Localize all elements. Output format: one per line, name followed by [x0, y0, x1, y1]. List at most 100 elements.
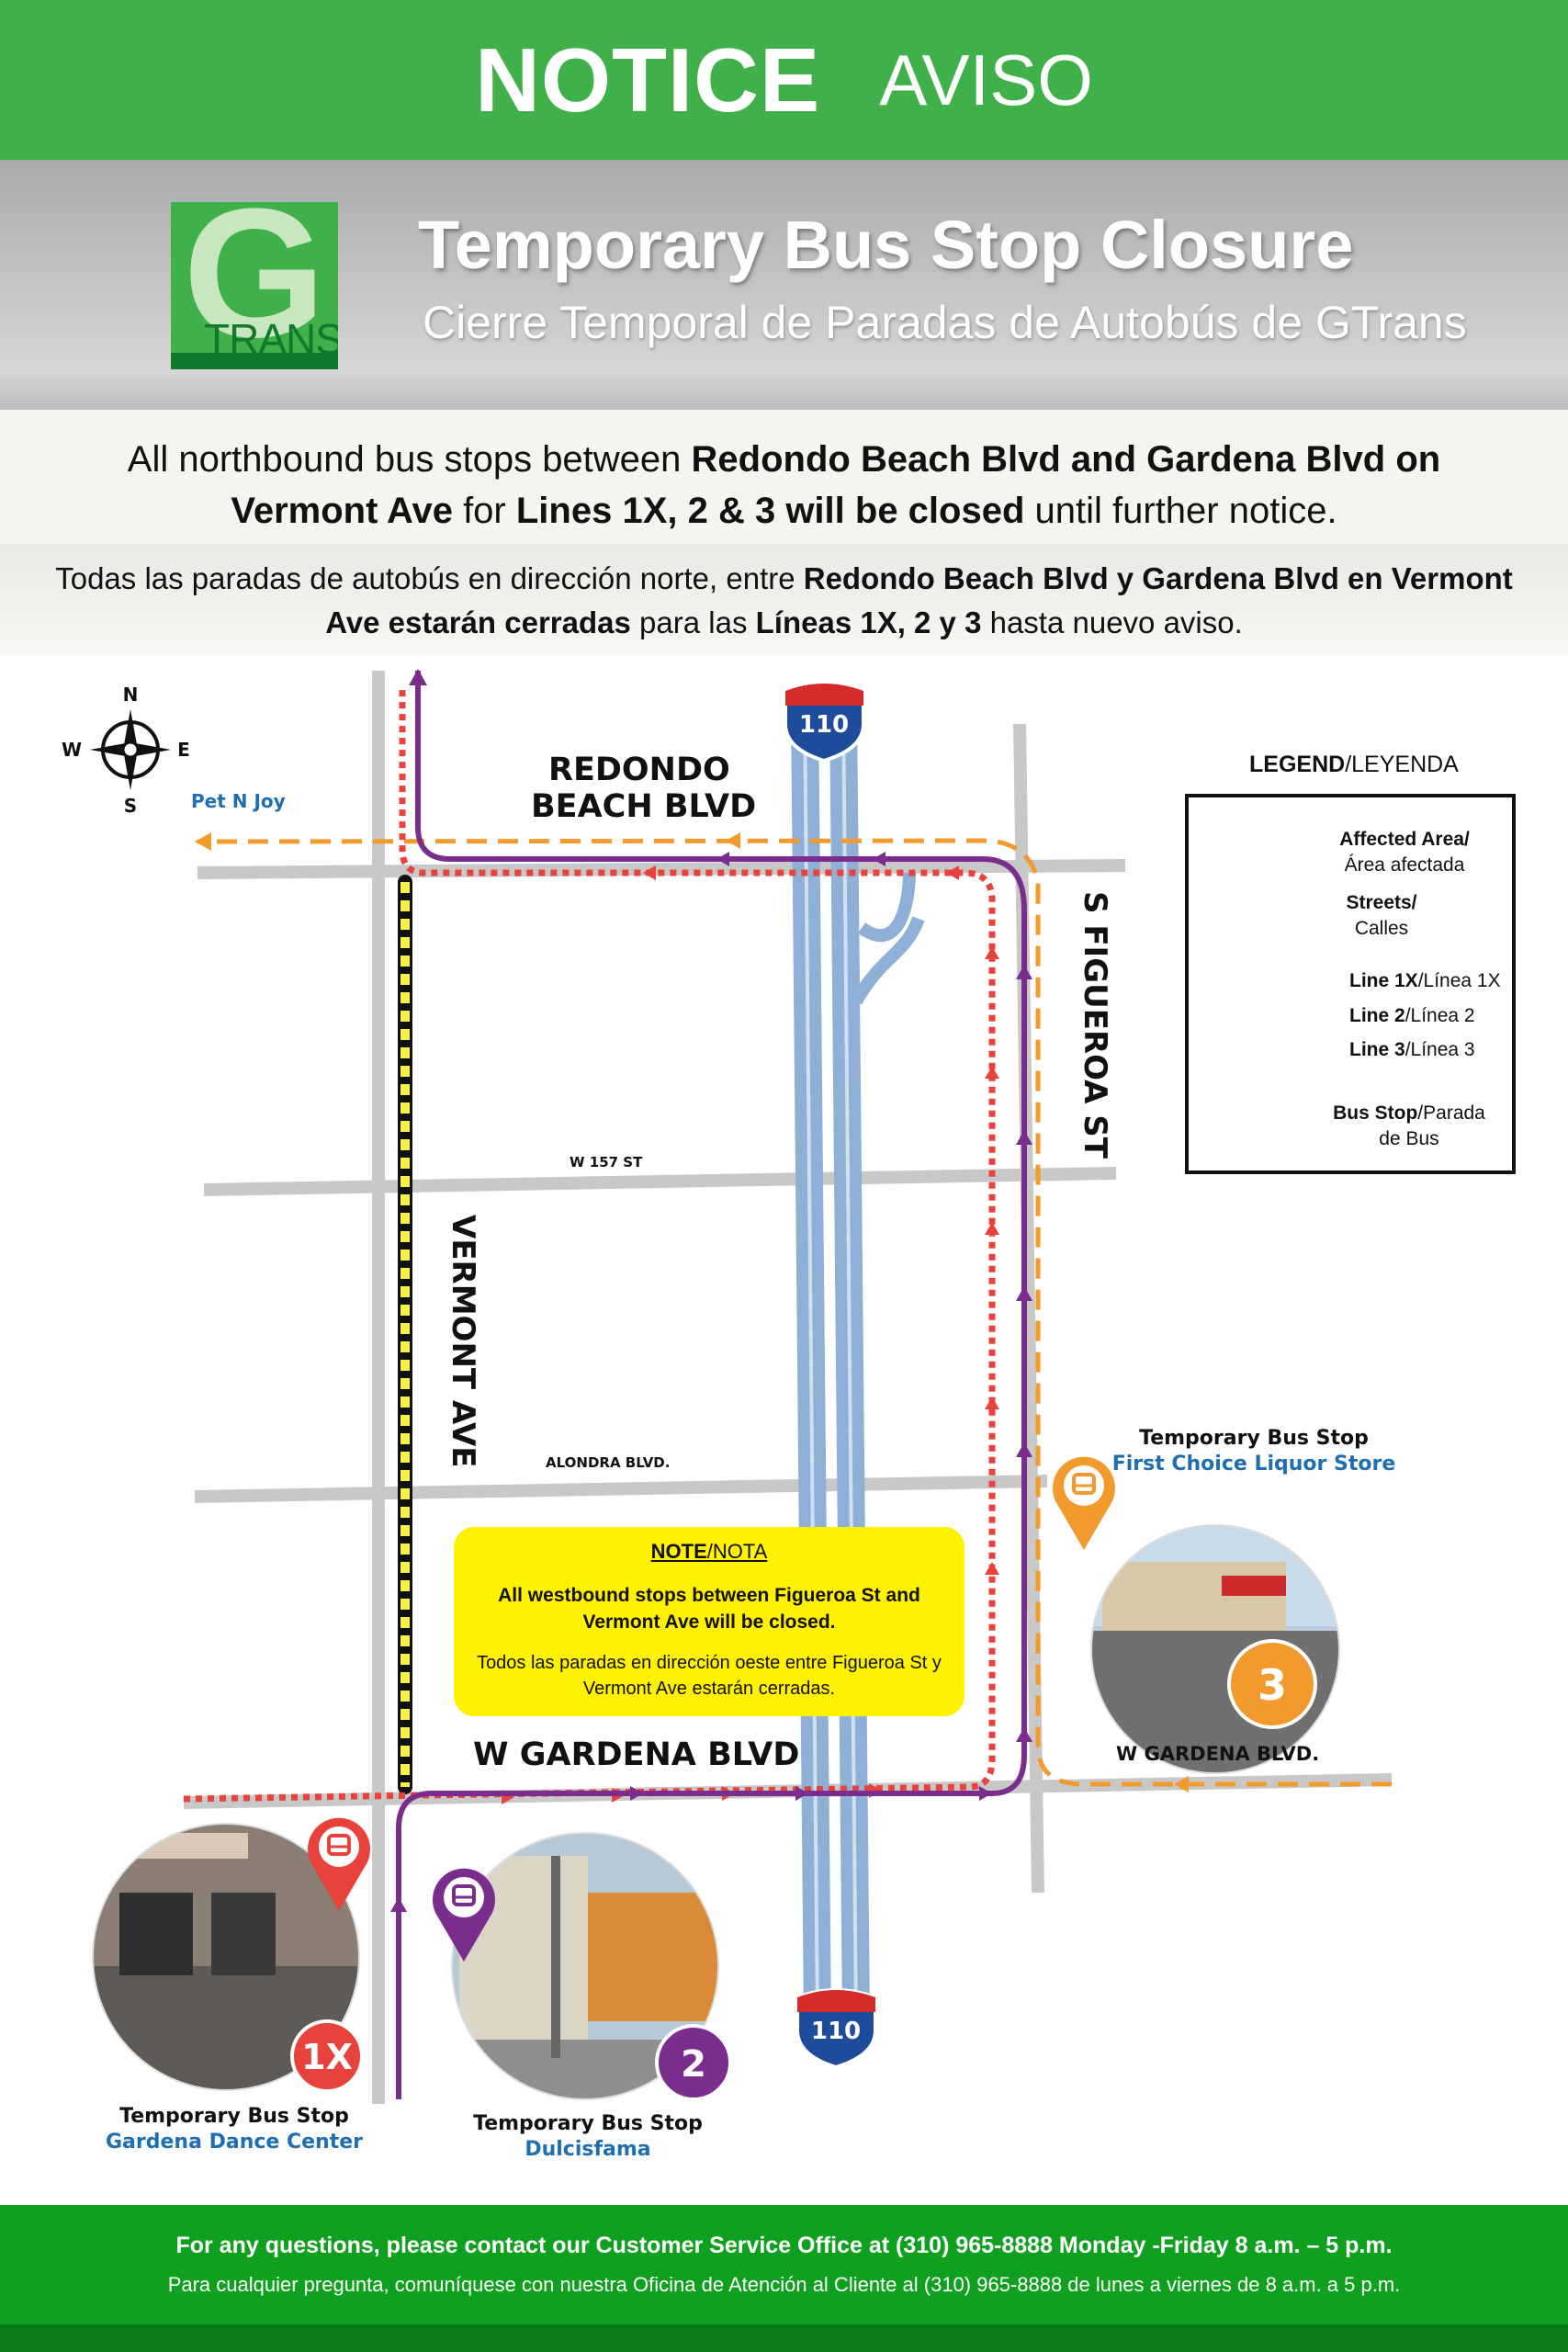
- note-box: NOTE/NOTA All westbound stops between Fi…: [454, 1527, 964, 1716]
- aviso-heading: AVISO: [879, 39, 1093, 120]
- badge-2-text: 2: [681, 2043, 706, 2086]
- legend-line-1x: Line 1X/Línea 1X: [1349, 970, 1501, 991]
- legend-title-es: LEYENDA: [1351, 752, 1459, 777]
- legend-title-en: LEGEND: [1249, 752, 1346, 777]
- line-badge-1x: 1X: [290, 2019, 364, 2093]
- compass-n: N: [123, 684, 139, 706]
- bus-stop-pin-icon: [308, 1817, 370, 1911]
- gtrans-logo: G TRANS: [171, 202, 338, 369]
- badge-3-text: 3: [1258, 1660, 1287, 1710]
- legend-line2-en: Line 2: [1349, 1005, 1405, 1026]
- w-gardena-label: W GARDENA BLVD: [473, 1736, 800, 1773]
- alondra-label: ALONDRA BLVD.: [546, 1454, 671, 1471]
- legend-stop-es: Parada: [1423, 1102, 1485, 1124]
- msg-es-bold: Redondo Beach Blvd y Gardena Blvd en Ver…: [325, 561, 1513, 639]
- legend-affected-en: Affected Area/: [1339, 829, 1470, 850]
- freeway-110: [791, 707, 925, 2022]
- compass-e: E: [177, 739, 190, 761]
- logo-letter: G: [183, 202, 326, 369]
- footer: For any questions, please contact our Cu…: [0, 2205, 1568, 2324]
- redondo-street: [197, 859, 1126, 879]
- msg-en-bold: Lines 1X, 2 & 3 will be closed: [515, 491, 1025, 531]
- stop-1x-place: Gardena Dance Center: [106, 2131, 363, 2154]
- legend-line3-es: Línea 3: [1410, 1039, 1475, 1060]
- stop-3-caption-title: Temporary Bus Stop: [1139, 1427, 1369, 1450]
- msg-es-bold: Líneas 1X, 2 y 3: [755, 605, 982, 639]
- legend-stop-en: Bus Stop: [1333, 1102, 1418, 1124]
- legend-title: LEGEND/LEYENDA: [1249, 752, 1459, 777]
- page-title: Temporary Bus Stop Closure: [418, 207, 1354, 283]
- legend-line1x-es: Línea 1X: [1423, 970, 1501, 991]
- w157-label: W 157 ST: [570, 1154, 643, 1170]
- compass-s: S: [124, 795, 137, 817]
- alondra-street: [194, 1475, 1048, 1503]
- line-2-arrows: [390, 669, 1032, 1912]
- line-badge-3: 3: [1227, 1639, 1317, 1729]
- redondo-label-2: BEACH BLVD: [531, 788, 757, 825]
- footer-strip: [0, 2324, 1568, 2352]
- badge-1x-text: 1X: [301, 2037, 353, 2077]
- legend-line1x-en: Line 1X: [1349, 970, 1418, 991]
- legend-affected: Affected Area/Área afectada: [1308, 827, 1501, 878]
- note-title-es: NOTA: [712, 1540, 768, 1563]
- line-3-route: [197, 838, 1392, 1787]
- legend-stop-es-2: de Bus: [1379, 1128, 1439, 1149]
- top-banner: NOTICE AVISO: [0, 0, 1568, 160]
- logo-text: TRANS: [204, 315, 338, 363]
- msg-en-part: for: [452, 491, 516, 531]
- compass-icon: [90, 709, 171, 790]
- notice-heading: NOTICE: [475, 28, 821, 130]
- spanish-message-band: [0, 544, 1568, 656]
- figueroa-label: S FIGUEROA ST: [1077, 891, 1113, 1159]
- stop-3-place: First Choice Liquor Store: [1111, 1453, 1396, 1476]
- note-text-es: Todos las paradas en dirección oeste ent…: [477, 1653, 942, 1699]
- vermont-label: VERMONT AVE: [445, 1215, 481, 1468]
- note-title: NOTE/NOTA: [650, 1540, 768, 1563]
- redondo-label-1: REDONDO: [548, 752, 730, 788]
- english-message: All northbound bus stops between Redondo…: [55, 434, 1513, 537]
- line-badge-2: 2: [655, 2024, 732, 2101]
- compass-w: W: [62, 739, 82, 761]
- note-text-en: All westbound stops between Figueroa St …: [498, 1585, 920, 1633]
- freeway-number: 110: [799, 711, 849, 739]
- stop-2-caption-title: Temporary Bus Stop: [473, 2112, 703, 2135]
- interstate-shield-icon: [784, 682, 865, 763]
- legend-streets-en: Streets/: [1346, 892, 1417, 913]
- w-gardena-label-2: W GARDENA BLVD.: [1116, 1743, 1320, 1765]
- legend-box: Affected Area/Área afectada Streets/Call…: [1185, 794, 1516, 1174]
- msg-es-part: Todas las paradas de autobús en direcció…: [55, 561, 804, 595]
- english-message-band: [0, 410, 1568, 544]
- note-title-en: NOTE: [650, 1540, 707, 1563]
- bus-stop-pin-icon: [433, 1868, 495, 1962]
- stop-2-place: Dulcisfama: [525, 2138, 651, 2161]
- legend-line3-en: Line 3: [1349, 1039, 1405, 1060]
- footer-contact-en: For any questions, please contact our Cu…: [175, 2233, 1393, 2258]
- legend-line-3: Line 3/Línea 3: [1349, 1039, 1475, 1060]
- msg-en-part: All northbound bus stops between: [127, 439, 692, 480]
- legend-streets-es: Calles: [1354, 918, 1409, 939]
- legend-streets: Streets/Calles: [1308, 890, 1455, 942]
- legend-line2-es: Línea 2: [1410, 1005, 1475, 1026]
- page-subtitle: Cierre Temporal de Paradas de Autobús de…: [423, 297, 1467, 348]
- legend-line-2: Line 2/Línea 2: [1349, 1005, 1475, 1026]
- msg-en-part: until further notice.: [1024, 491, 1337, 531]
- pet-n-joy-label: Pet N Joy: [191, 790, 286, 812]
- msg-es-part: para las: [630, 605, 756, 639]
- line-1x-route: [183, 689, 996, 1803]
- interstate-shield-icon: [795, 1988, 877, 2070]
- msg-es-part: hasta nuevo aviso.: [981, 605, 1243, 639]
- bus-stop-pin-icon: [1053, 1456, 1115, 1550]
- stop-1x-caption-title: Temporary Bus Stop: [119, 2105, 349, 2128]
- footer-contact-es: Para cualquier pregunta, comuníquese con…: [167, 2273, 1401, 2296]
- w157-street: [203, 1167, 1117, 1196]
- line-3-arrows: [195, 832, 1189, 1792]
- msg-en-bold: Redondo Beach Blvd and Gardena Blvd on V…: [231, 439, 1441, 531]
- legend-affected-es: Área afectada: [1344, 854, 1465, 876]
- line-2-route: [396, 671, 1027, 2099]
- freeway-number: 110: [811, 2018, 861, 2045]
- spanish-message: Todas las paradas de autobús en direcció…: [55, 557, 1513, 645]
